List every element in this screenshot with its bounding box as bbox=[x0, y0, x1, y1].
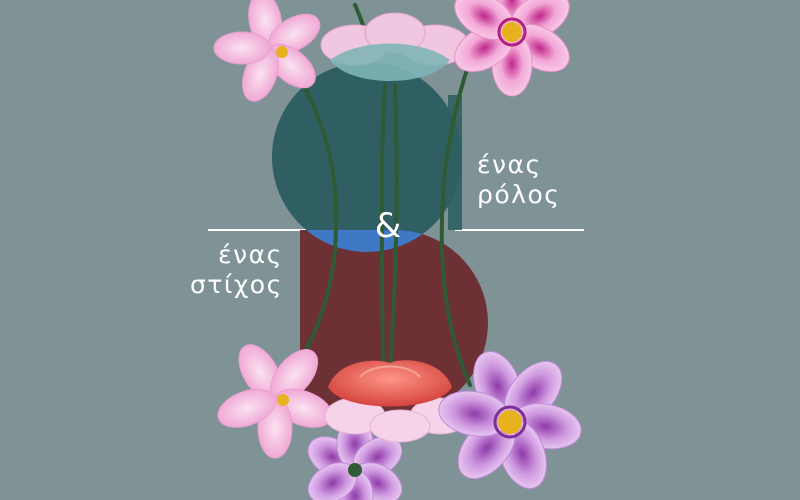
caption-verse-line2: στίχος bbox=[190, 270, 283, 299]
cosmos-flower-icon bbox=[217, 344, 333, 459]
caption-verse: ένας στίχος bbox=[190, 240, 283, 300]
caption-role-line1: ένας bbox=[477, 150, 542, 179]
teal-circle-shape bbox=[272, 62, 462, 252]
cosmos-flower-icon bbox=[438, 351, 582, 489]
cosmos-flower-icon bbox=[454, 0, 570, 97]
cosmos-flower-icon bbox=[330, 43, 450, 81]
cosmos-flower-icon bbox=[213, 0, 321, 102]
ampersand-text: & bbox=[374, 206, 402, 246]
caption-role: ένας ρόλος bbox=[477, 150, 560, 210]
caption-role-line2: ρόλος bbox=[477, 180, 561, 209]
cosmos-flower-icon bbox=[307, 417, 403, 500]
poppy-flower-icon bbox=[328, 360, 452, 407]
caption-verse-line1: ένας bbox=[218, 240, 283, 269]
